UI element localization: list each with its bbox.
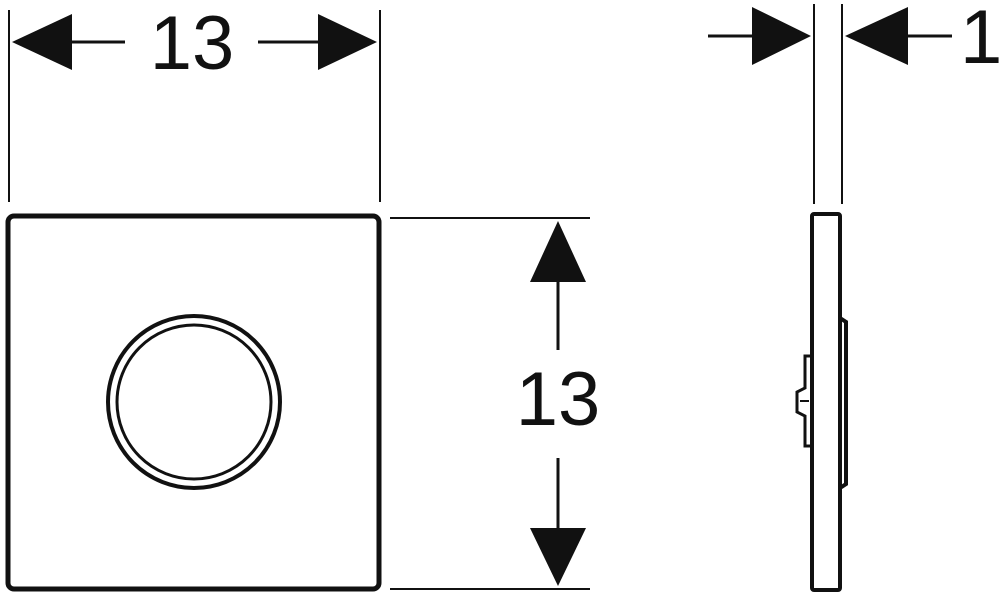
height-dimension: 13 — [390, 217, 601, 590]
depth-arrow-left — [752, 7, 811, 65]
height-label: 13 — [516, 357, 601, 442]
depth-label: 1 — [960, 0, 1002, 80]
width-arrow-right — [318, 14, 377, 70]
width-arrow-left — [12, 14, 72, 70]
depth-dimension: 1 — [708, 0, 1002, 204]
button-ring-inner — [115, 323, 273, 481]
button-ring-outer — [106, 314, 282, 490]
side-rear-body — [838, 316, 848, 490]
front-view — [5, 213, 382, 592]
side-plate-outline — [810, 212, 842, 592]
side-button-profile — [795, 354, 812, 448]
height-arrow-bottom — [530, 528, 586, 586]
front-plate-outline — [5, 213, 382, 592]
width-dimension: 13 — [8, 1, 381, 202]
height-arrow-top — [530, 221, 586, 282]
side-view — [795, 212, 848, 592]
depth-arrow-right — [845, 7, 908, 65]
width-label: 13 — [150, 1, 235, 86]
